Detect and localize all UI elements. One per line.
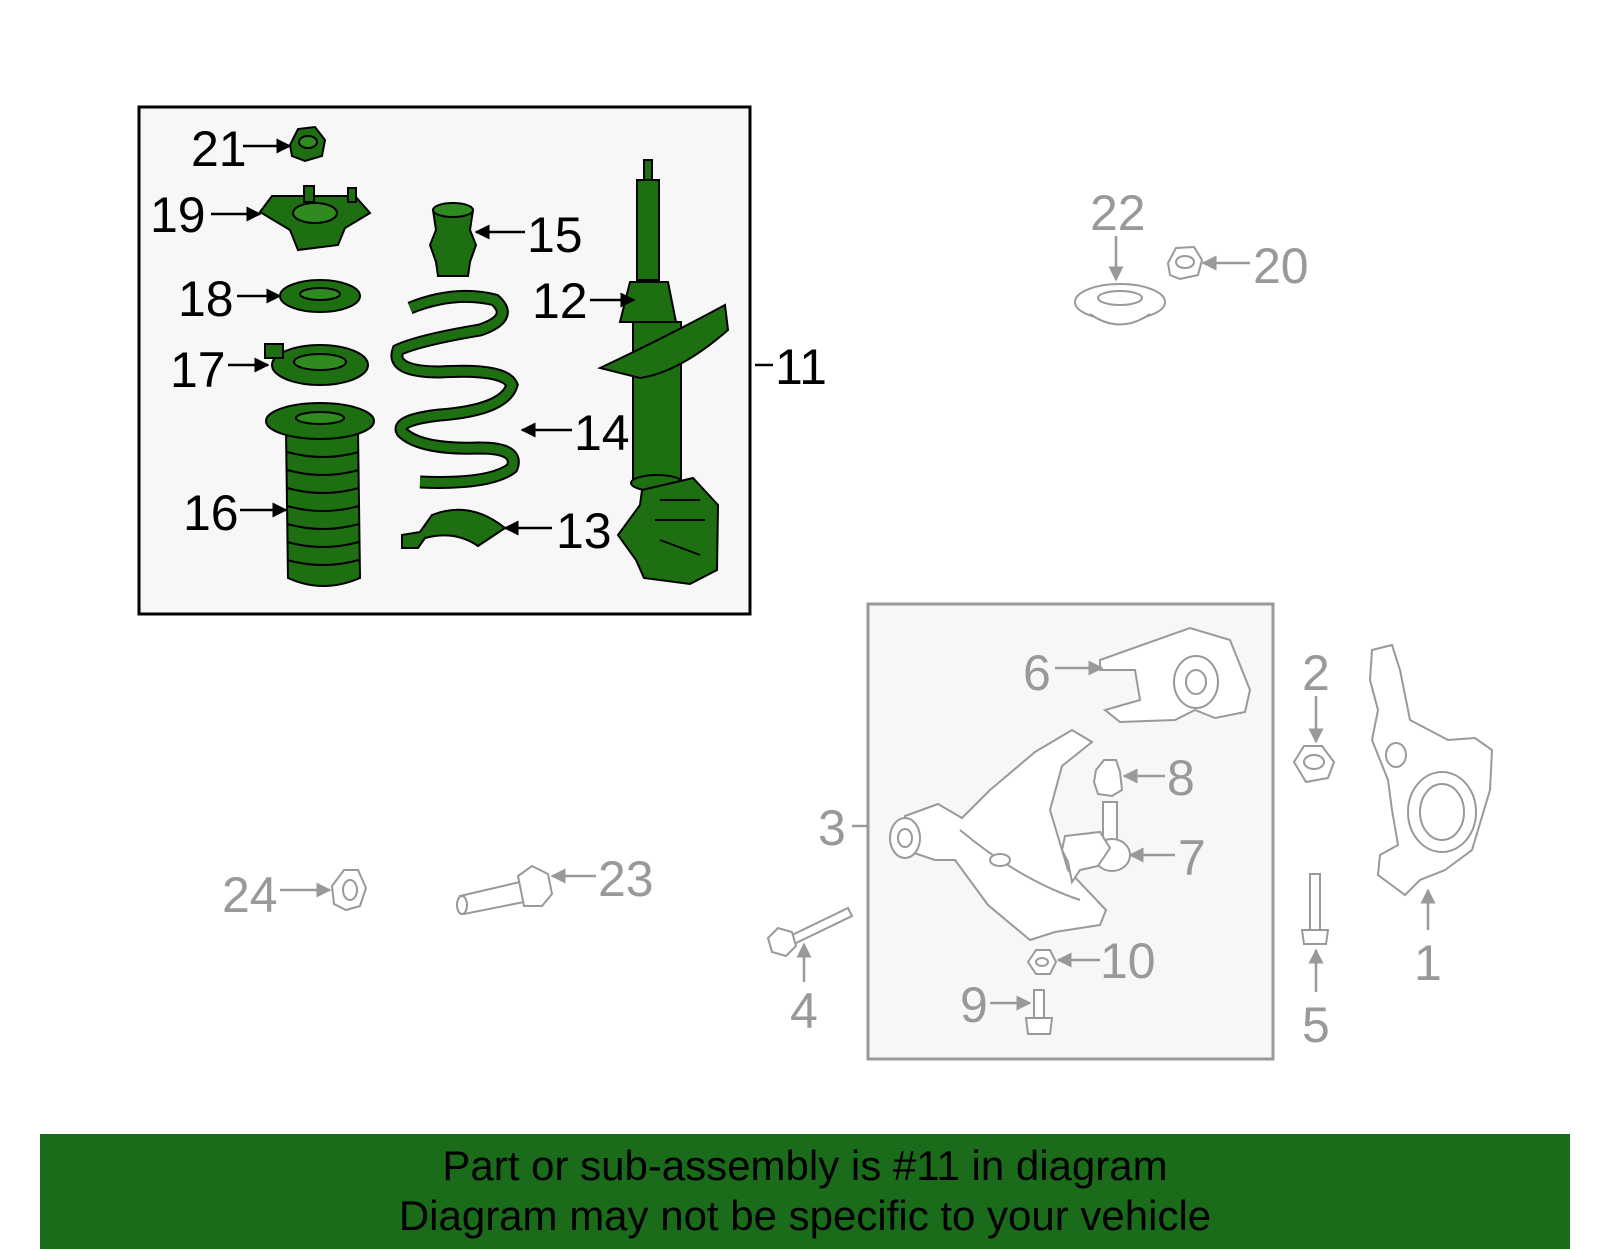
callout-21: 21 [191, 121, 292, 177]
callout-6: 6 [1023, 645, 1104, 701]
svg-text:12: 12 [532, 273, 588, 329]
svg-text:8: 8 [1167, 750, 1195, 806]
callout-24: 24 [222, 867, 332, 923]
svg-text:24: 24 [222, 867, 278, 923]
svg-text:5: 5 [1302, 997, 1330, 1053]
callout-1: 1 [1414, 888, 1442, 991]
callout-9: 9 [960, 977, 1032, 1033]
part-8-bushing[interactable] [1092, 759, 1124, 798]
part-2-nut[interactable] [1292, 745, 1336, 784]
part-18-spring-seat[interactable] [279, 279, 361, 313]
svg-text:23: 23 [598, 851, 654, 907]
callout-15: 15 [474, 207, 583, 263]
svg-text:19: 19 [150, 187, 206, 243]
part-24-nut[interactable] [330, 869, 368, 912]
part-5-bolt[interactable] [1300, 873, 1330, 945]
part-10-nut[interactable] [1026, 949, 1058, 975]
callout-13: 13 [503, 503, 612, 559]
part-17-spring-insulator[interactable] [264, 343, 369, 386]
svg-text:9: 9 [960, 977, 988, 1033]
svg-text:11: 11 [775, 339, 827, 395]
part-14-coil-spring-fill [392, 291, 518, 487]
callout-18: 18 [178, 271, 282, 327]
callout-16: 16 [183, 485, 288, 541]
svg-text:7: 7 [1178, 830, 1206, 886]
callout-20: 20 [1201, 238, 1309, 294]
callout-7: 7 [1128, 830, 1206, 886]
svg-text:2: 2 [1302, 645, 1330, 701]
svg-text:10: 10 [1100, 933, 1156, 989]
part-19-upper-mount[interactable] [258, 185, 372, 252]
callout-10: 10 [1056, 933, 1156, 989]
banner-line-1: Part or sub-assembly is #11 in diagram [442, 1142, 1168, 1189]
callout-4: 4 [790, 942, 818, 1039]
part-16-dust-boot[interactable] [265, 402, 375, 587]
svg-text:20: 20 [1253, 238, 1309, 294]
part-12-strut[interactable] [597, 159, 730, 586]
callout-12: 12 [532, 273, 636, 329]
svg-text:22: 22 [1090, 185, 1146, 241]
callout-19: 19 [150, 187, 262, 243]
svg-text:13: 13 [556, 503, 612, 559]
svg-text:21: 21 [191, 121, 247, 177]
callout-23: 23 [550, 851, 654, 907]
part-1-steering-knuckle[interactable] [1368, 643, 1494, 897]
part-13-lower-spring-seat[interactable] [401, 508, 507, 549]
part-23-bolt[interactable] [456, 864, 554, 916]
callout-11: 11 [755, 339, 827, 395]
svg-text:6: 6 [1023, 645, 1051, 701]
svg-text:1: 1 [1414, 935, 1442, 991]
part-4-bolt[interactable] [766, 906, 854, 958]
callout-2: 2 [1302, 645, 1330, 744]
part-15-bump-stop[interactable] [428, 202, 478, 277]
part-20-nut[interactable] [1166, 245, 1204, 281]
svg-text:14: 14 [574, 405, 630, 461]
callout-5: 5 [1302, 948, 1330, 1053]
info-banner: Part or sub-assembly is #11 in diagram D… [40, 1134, 1570, 1249]
callout-8: 8 [1122, 750, 1195, 806]
svg-text:17: 17 [170, 342, 226, 398]
part-21-nut[interactable] [288, 125, 327, 163]
callout-22: 22 [1090, 185, 1146, 282]
part-9-bolt[interactable] [1024, 989, 1054, 1035]
part-7-ball-joint[interactable] [1060, 801, 1131, 885]
banner-line-2: Diagram may not be specific to your vehi… [398, 1192, 1212, 1239]
callout-14: 14 [520, 405, 630, 461]
svg-text:4: 4 [790, 983, 818, 1039]
callout-17: 17 [170, 342, 270, 398]
svg-text:3: 3 [818, 800, 846, 856]
svg-text:15: 15 [527, 207, 583, 263]
svg-text:16: 16 [183, 485, 239, 541]
svg-text:18: 18 [178, 271, 234, 327]
part-22-seat[interactable] [1074, 283, 1166, 326]
part-3-control-arm[interactable] [889, 728, 1108, 942]
part-6-arm-bushing[interactable] [1099, 626, 1252, 724]
callout-3: 3 [818, 800, 868, 856]
